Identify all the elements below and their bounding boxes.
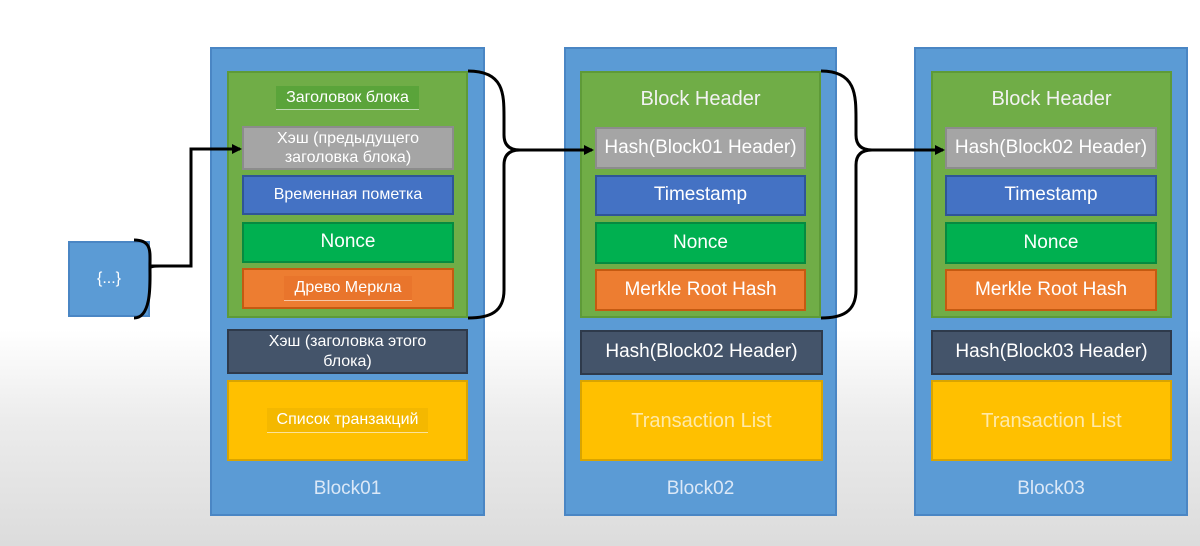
block-02-tx-list: Transaction List (580, 380, 823, 461)
block-03-tx-list-text: Transaction List (981, 409, 1122, 432)
block-01-tx-list-text: Список транзакций (266, 408, 429, 433)
block-01-prev-hash-text: Хэш (предыдущего заголовка блока) (277, 129, 419, 166)
block-02-tx-list-text: Transaction List (631, 409, 772, 432)
block-01-name: Block01 (210, 478, 485, 500)
block-01-timestamp-text: Временная пометка (273, 186, 423, 204)
block-03-name-text: Block03 (1017, 478, 1085, 499)
block-03-merkle: Merkle Root Hash (945, 269, 1157, 311)
genesis-arrow (150, 144, 242, 268)
block-03-this-hash-text: Hash(Block03 Header) (955, 341, 1148, 363)
block-02-merkle: Merkle Root Hash (595, 269, 806, 311)
block-03-prev-hash: Hash(Block02 Header) (945, 127, 1157, 169)
block-02-merkle-text: Merkle Root Hash (624, 278, 777, 300)
block-01-name-text: Block01 (313, 478, 382, 499)
block-01-nonce: Nonce (242, 222, 454, 263)
block-01-this-hash: Хэш (заголовка этого блока) (227, 329, 468, 374)
block-02-prev-hash-text: Hash(Block01 Header) (604, 136, 797, 158)
genesis-brace (133, 238, 161, 320)
block-03-name: Block03 (914, 478, 1188, 500)
block-01-brace (467, 69, 521, 320)
block-03-prev-hash-text: Hash(Block02 Header) (954, 136, 1148, 158)
block-02-name: Block02 (564, 478, 837, 500)
block-01-nonce-text: Nonce (320, 231, 376, 253)
block-03-nonce-text: Nonce (1023, 231, 1079, 253)
block-03-header-title: Block Header (931, 84, 1172, 114)
block-01-this-hash-text: Хэш (заголовка этого блока) (268, 333, 427, 370)
block-01-timestamp: Временная пометка (242, 175, 454, 215)
block-03-timestamp-text: Timestamp (1004, 184, 1098, 206)
block-02-this-hash-text: Hash(Block02 Header) (605, 341, 798, 363)
block-03-header-title-text: Block Header (991, 88, 1112, 110)
block-03-timestamp: Timestamp (945, 175, 1157, 216)
block-02-brace (820, 69, 873, 320)
block-01-tx-list: Список транзакций (227, 380, 468, 461)
block-02-timestamp: Timestamp (595, 175, 806, 216)
block-02-this-hash: Hash(Block02 Header) (580, 330, 823, 375)
genesis-box: {...} (68, 241, 150, 317)
block-02-nonce: Nonce (595, 222, 806, 264)
block-02-timestamp-text: Timestamp (653, 184, 748, 206)
genesis-label: {...} (96, 270, 122, 288)
block-03-tx-list: Transaction List (931, 380, 1172, 461)
block-03-nonce: Nonce (945, 222, 1157, 264)
block-02-header-title-text: Block Header (640, 88, 761, 110)
block-02-nonce-text: Nonce (673, 231, 728, 253)
block-01-header-title-text: Заголовок блока (276, 85, 419, 111)
block-03-this-hash: Hash(Block03 Header) (931, 330, 1172, 375)
block-03-merkle-text: Merkle Root Hash (974, 278, 1128, 300)
block-01-prev-hash: Хэш (предыдущего заголовка блока) (242, 126, 454, 170)
block-02-prev-hash: Hash(Block01 Header) (595, 127, 806, 169)
block-01-merkle-text: Древо Меркла (284, 276, 412, 301)
block-02-header-title: Block Header (580, 84, 821, 114)
block-01-merkle: Древо Меркла (242, 268, 454, 309)
block-02-name-text: Block02 (666, 478, 735, 499)
block-01-header-title: Заголовок блока (272, 84, 423, 112)
